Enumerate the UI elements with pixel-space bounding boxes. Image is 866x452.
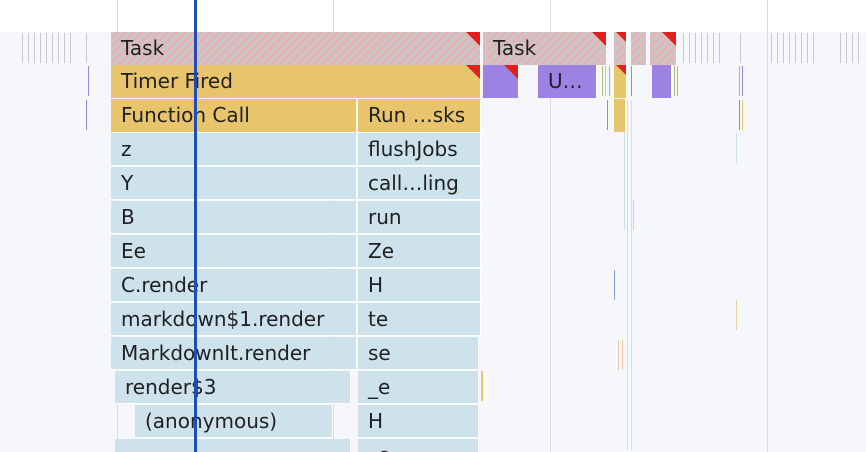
timer-fired-bar[interactable]: Timer Fired [111, 65, 481, 98]
stack-frame[interactable]: run [358, 201, 481, 234]
stack-frame-label: MarkdownIt.render [121, 341, 311, 365]
stack-frame[interactable]: B [111, 201, 357, 234]
stack-frame-label: _e [368, 375, 391, 399]
stack-frame[interactable]: Ee [111, 235, 357, 268]
stack-frame-label: _e [368, 443, 390, 452]
stack-frame[interactable]: H [358, 405, 479, 438]
stack-frame-label: flushJobs [368, 137, 458, 161]
stack-frame[interactable]: MarkdownIt.render [111, 337, 357, 370]
task-bar-small[interactable] [631, 32, 647, 65]
stack-frame[interactable]: Ze [358, 235, 481, 268]
long-task-warning-icon [616, 65, 626, 75]
function-call-bar[interactable]: Function Call [111, 99, 357, 132]
stack-frame[interactable]: z [111, 133, 357, 166]
grid-line [550, 0, 551, 452]
stack-frame-label: run [368, 205, 402, 229]
timer-bar-small[interactable] [614, 65, 627, 98]
time-cursor-line[interactable] [194, 0, 197, 452]
stack-frame[interactable]: flushJobs [358, 133, 481, 166]
stack-frame-label: markdown$1.render [121, 307, 325, 331]
timer-fired-label: Timer Fired [121, 69, 233, 93]
event-bar-u[interactable]: U… [538, 65, 597, 98]
stack-frame-label: se [368, 341, 391, 365]
stack-frame[interactable]: render$3 [115, 371, 351, 404]
stack-frame-label: render$3 [125, 375, 217, 399]
grid-line [767, 0, 768, 452]
task-bar-small[interactable] [650, 32, 677, 65]
stack-frame[interactable]: _e [358, 371, 479, 404]
stack-frame-label: H [368, 273, 384, 297]
task-bar-main[interactable]: Task [111, 32, 481, 65]
stack-frame-label: C.render [121, 273, 208, 297]
long-task-warning-icon [616, 32, 626, 42]
run-tasks-bar[interactable]: Run …sks [358, 99, 481, 132]
task-bar-main-label: Task [121, 36, 165, 60]
stack-frame[interactable]: call…ling [358, 167, 481, 200]
stack-frame-label: Y [121, 171, 134, 195]
stack-frame[interactable]: Y [111, 167, 357, 200]
function-call-bar-small[interactable] [614, 99, 626, 132]
stack-frame[interactable]: te [358, 303, 481, 336]
stack-frame[interactable]: markdown$1.render [111, 303, 357, 336]
stack-frame[interactable] [115, 439, 351, 452]
long-task-warning-icon [592, 32, 606, 46]
stack-frame-label: Ze [368, 239, 395, 263]
stack-frame[interactable]: _e [358, 439, 479, 452]
task-bar-second-label: Task [493, 36, 537, 60]
long-task-warning-icon [662, 32, 676, 46]
function-call-label: Function Call [121, 103, 250, 127]
stack-frame-label: B [121, 205, 135, 229]
stack-frame[interactable]: (anonymous) [135, 405, 333, 438]
stack-frame-label: call…ling [368, 171, 459, 195]
stack-frame[interactable]: C.render [111, 269, 357, 302]
stack-frame-label: z [121, 137, 132, 161]
stack-frame-label: H [368, 409, 384, 433]
long-task-warning-icon [466, 65, 480, 79]
event-bar[interactable] [483, 65, 519, 98]
stack-frame-label: te [368, 307, 389, 331]
task-bar-second[interactable]: Task [483, 32, 607, 65]
task-bar-small[interactable] [614, 32, 627, 65]
long-task-warning-icon [466, 32, 480, 46]
stack-frame[interactable]: H [358, 269, 481, 302]
stack-frame[interactable]: se [358, 337, 479, 370]
run-tasks-label: Run …sks [368, 103, 466, 127]
event-bar[interactable] [652, 65, 672, 98]
event-bar-u-label: U… [548, 69, 583, 93]
long-task-warning-icon [504, 65, 518, 79]
stack-frame-label: Ee [121, 239, 146, 263]
stack-frame-label: (anonymous) [145, 409, 278, 433]
